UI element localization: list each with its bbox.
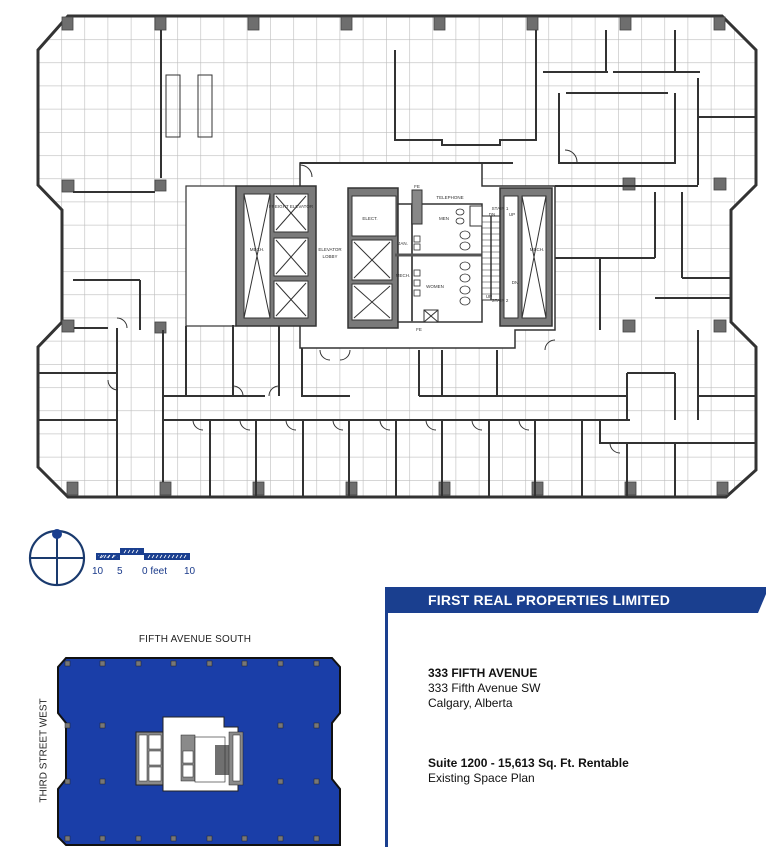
scale-labels: 10 5 0 feet 10 <box>92 566 202 580</box>
label-fe-bottom: FE <box>416 327 422 332</box>
scale-label-10-left: 10 <box>92 566 104 577</box>
door-swings <box>107 149 621 454</box>
address-line-2: Calgary, Alberta <box>428 696 513 710</box>
info-panel: FIRST REAL PROPERTIES LIMITED 333 FIFTH … <box>385 587 766 847</box>
label-up-1: UP <box>509 212 515 217</box>
street-label-north: FIFTH AVENUE SOUTH <box>138 634 252 645</box>
label-men: MEN <box>439 216 449 221</box>
label-mech-left: MECH. <box>250 247 265 252</box>
label-stair2: STAIR 2 <box>492 298 509 303</box>
scale-label-0-feet: 0 feet <box>142 566 168 577</box>
center-core <box>347 187 553 329</box>
label-stair1: STAIR 1 <box>492 206 509 211</box>
label-elevator-lobby-2: LOBBY <box>322 254 337 259</box>
street-label-west: THIRD STREET WEST <box>38 698 50 803</box>
label-freight-elevator: FREIGHT ELEVATOR <box>269 204 314 209</box>
building-name: 333 FIFTH AVENUE <box>428 666 538 680</box>
north-arrow-icon <box>28 529 86 587</box>
columns <box>61 16 729 496</box>
label-up-2: UP <box>486 294 492 299</box>
company-header-bar: FIRST REAL PROPERTIES LIMITED <box>388 587 766 613</box>
scale-label-10-right: 10 <box>184 566 196 577</box>
label-dn-2: DN <box>512 280 519 285</box>
label-mech-right: MECH. <box>530 247 545 252</box>
label-telephone: TELEPHONE <box>436 195 463 200</box>
label-fe-top: FE <box>414 184 420 189</box>
scale-label-5: 5 <box>117 566 123 577</box>
floor-plan: MECH. FREIGHT ELEVATOR ELEVATOR LOBBY EL… <box>36 14 758 499</box>
key-plan <box>57 657 341 846</box>
scale-bar <box>96 548 190 560</box>
label-dn-1: DN <box>489 212 496 217</box>
label-elevator-lobby-1: ELEVATOR <box>318 247 342 252</box>
plan-type: Existing Space Plan <box>428 771 535 785</box>
suite-details: Suite 1200 - 15,613 Sq. Ft. Rentable <box>428 756 629 770</box>
left-core <box>235 185 317 327</box>
label-mech-center: MECH. <box>396 273 411 278</box>
partitions <box>38 30 756 497</box>
label-jan: JAN. <box>398 241 408 246</box>
label-elect: ELECT. <box>362 216 377 221</box>
company-name: FIRST REAL PROPERTIES LIMITED <box>428 592 671 608</box>
address-line-1: 333 Fifth Avenue SW <box>428 681 541 695</box>
label-women: WOMEN <box>426 284 444 289</box>
